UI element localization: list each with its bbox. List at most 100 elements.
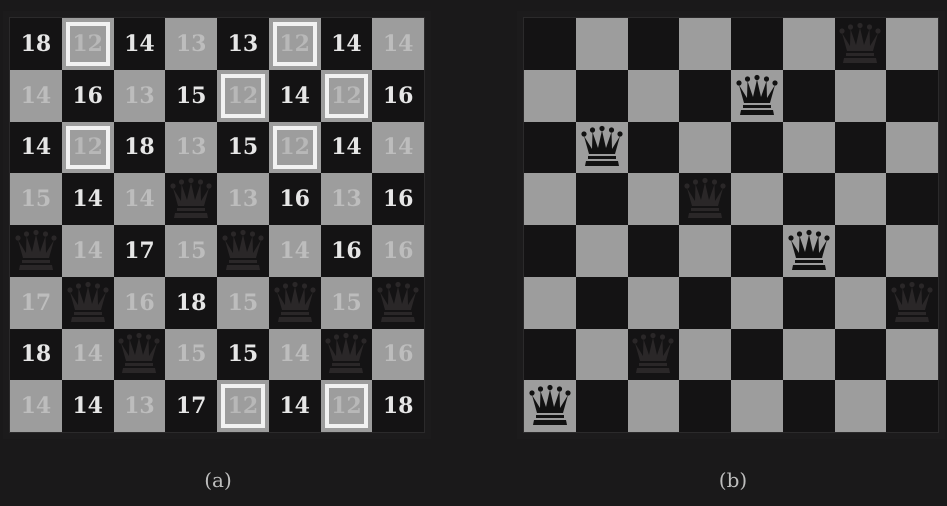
board-a-square: 14: [268, 69, 321, 122]
square-value: 12: [72, 134, 103, 161]
square-value: 17: [175, 393, 207, 420]
board-b-square: [575, 121, 628, 174]
board-b-square: [782, 69, 835, 122]
board-a-square: 14: [113, 18, 166, 70]
board-a-square: 14: [10, 69, 62, 122]
board-b-square: [627, 18, 680, 70]
board-a-square: 15: [320, 276, 373, 329]
square-value: 12: [72, 30, 103, 57]
square-value: 14: [124, 30, 155, 57]
board-b-square: [627, 69, 680, 122]
board-a-square: 16: [61, 69, 114, 122]
square-value: 13: [331, 186, 362, 213]
board-a-square: 16: [372, 69, 424, 122]
board-a-square: 14: [61, 328, 114, 381]
board-b-square: [627, 225, 680, 277]
board-b-square: [679, 121, 731, 174]
board-b-square: [575, 18, 628, 70]
board-b-square: [627, 121, 680, 174]
board-b-square: [575, 276, 628, 329]
square-value: 14: [331, 30, 362, 57]
queen-icon: [684, 178, 726, 219]
board-a-square: 18: [165, 276, 217, 329]
queen-icon: [839, 22, 881, 63]
board-a-square: [10, 225, 62, 277]
square-value: 14: [279, 341, 310, 368]
board-b-square: [575, 328, 628, 381]
board-a-square: 18: [113, 121, 166, 174]
queen-icon: [222, 229, 264, 270]
square-value: 18: [175, 289, 207, 316]
square-value: 16: [72, 82, 103, 109]
queen-icon: [529, 385, 571, 426]
board-a-square: 14: [113, 173, 166, 225]
board-a-square: 17: [165, 380, 217, 432]
board-b-square: [679, 225, 731, 277]
square-value: 15: [175, 237, 207, 264]
board-b-square: [886, 380, 938, 432]
square-value: 14: [331, 134, 362, 161]
square-value: 15: [227, 289, 259, 316]
queen-icon: [632, 333, 674, 374]
queen-icon: [736, 74, 778, 115]
board-b-square: [575, 173, 628, 225]
queen-icon: [325, 333, 367, 374]
board-b-square: [834, 173, 887, 225]
queen-icon: [891, 281, 933, 322]
square-value: 15: [20, 186, 52, 213]
board-b-square: [886, 225, 938, 277]
board-b-square: [679, 276, 731, 329]
board-b-square: [886, 173, 938, 225]
board-b-square: [524, 173, 576, 225]
board-b-square: [834, 69, 887, 122]
board-b-square: [679, 380, 731, 432]
board-a-square: 15: [217, 328, 269, 381]
board-b-square: [834, 276, 887, 329]
board-b-square: [731, 276, 783, 329]
board-b: [517, 11, 945, 439]
board-b-square: [834, 380, 887, 432]
square-value: 12: [279, 30, 310, 57]
board-b-square: [627, 380, 680, 432]
board-b-square: [731, 225, 783, 277]
board-a-square: 14: [10, 121, 62, 174]
board-a-square: 15: [165, 225, 217, 277]
board-b-square: [679, 69, 731, 122]
board-b-square: [524, 328, 576, 381]
board-a-square: 13: [217, 18, 269, 70]
board-b-square: [834, 121, 887, 174]
board-a-square: 18: [10, 18, 62, 70]
queen-icon: [67, 281, 109, 322]
board-b-square: [679, 18, 731, 70]
square-value: 12: [279, 134, 310, 161]
board-a-square: 16: [320, 225, 373, 277]
board-a-square: 14: [268, 225, 321, 277]
board-a-square: 16: [268, 173, 321, 225]
square-value: 17: [20, 289, 52, 316]
board-a-square: 17: [10, 276, 62, 329]
board-b-square: [782, 173, 835, 225]
square-value: 18: [382, 393, 414, 420]
queen-icon: [15, 229, 57, 270]
square-value: 14: [382, 134, 414, 161]
board-a-square: [61, 276, 114, 329]
square-value: 14: [72, 393, 103, 420]
square-value: 14: [279, 237, 310, 264]
board-b-square: [575, 225, 628, 277]
board-b-square: [627, 173, 680, 225]
square-value: 16: [124, 289, 155, 316]
board-a-square: 18: [372, 380, 424, 432]
board-b-square: [886, 69, 938, 122]
queen-icon: [170, 178, 212, 219]
square-value: 15: [331, 289, 362, 316]
board-b-square: [731, 121, 783, 174]
queen-icon: [581, 126, 623, 167]
board-a-square: 15: [165, 69, 217, 122]
board-a-square: 13: [113, 69, 166, 122]
square-value: 16: [382, 186, 414, 213]
board-a-square: 16: [113, 276, 166, 329]
square-value: 14: [20, 393, 52, 420]
square-value: 14: [20, 82, 52, 109]
queen-icon: [788, 229, 830, 270]
board-a-square: [268, 276, 321, 329]
